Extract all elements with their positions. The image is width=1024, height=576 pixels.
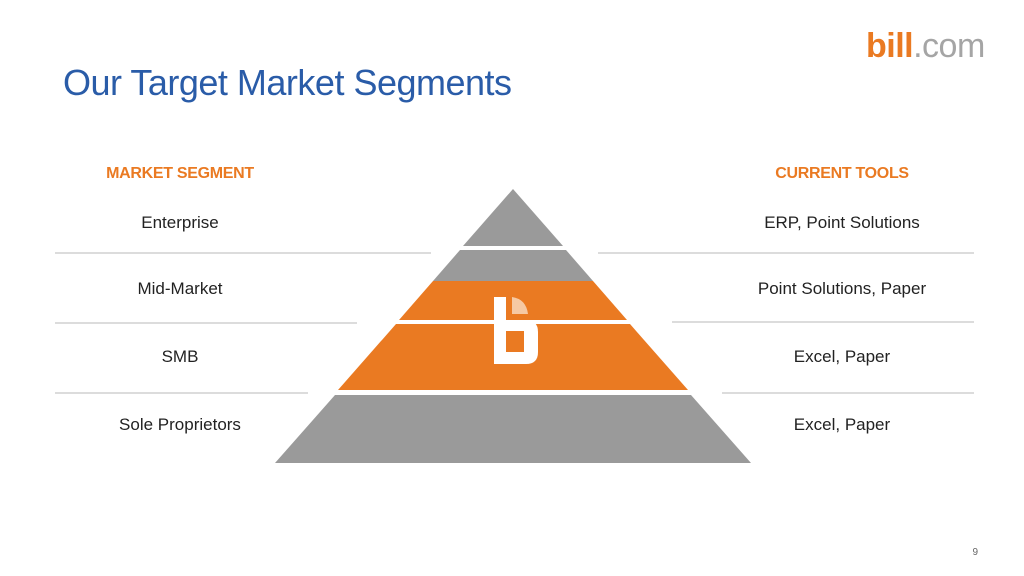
right-divider <box>598 252 974 254</box>
segment-label-enterprise: Enterprise <box>141 213 219 232</box>
bill-com-logo: bill.com <box>866 26 985 66</box>
tools-label-smb: Excel, Paper <box>793 347 891 366</box>
right-divider <box>672 321 974 323</box>
pyramid-tier-sole-proprietors <box>275 395 751 463</box>
pyramid-tier-mid-market-top <box>433 250 593 281</box>
segment-label-mid-market: Mid-Market <box>137 279 223 298</box>
segment-label-sole-proprietors: Sole Proprietors <box>119 415 241 434</box>
logo-brand: bill <box>866 27 914 65</box>
left-divider <box>55 252 431 254</box>
tools-label-mid-market: Point Solutions, Paper <box>757 279 927 298</box>
slide-title: Our Target Market Segments <box>63 62 512 103</box>
pyramid-tier-enterprise <box>463 189 563 246</box>
page-number: 9 <box>972 547 978 558</box>
logo-tld: .com <box>913 27 985 65</box>
segment-label-smb: SMB <box>161 347 199 366</box>
market-segment-header: MARKET SEGMENT <box>106 165 254 182</box>
bill-b-logo-icon <box>494 297 538 364</box>
left-divider <box>55 322 357 324</box>
right-divider <box>722 392 974 394</box>
current-tools-header: CURRENT TOOLS <box>775 165 909 182</box>
left-divider <box>55 392 308 394</box>
tools-label-enterprise: ERP, Point Solutions <box>764 213 920 232</box>
tools-label-sole-proprietors: Excel, Paper <box>793 415 891 434</box>
